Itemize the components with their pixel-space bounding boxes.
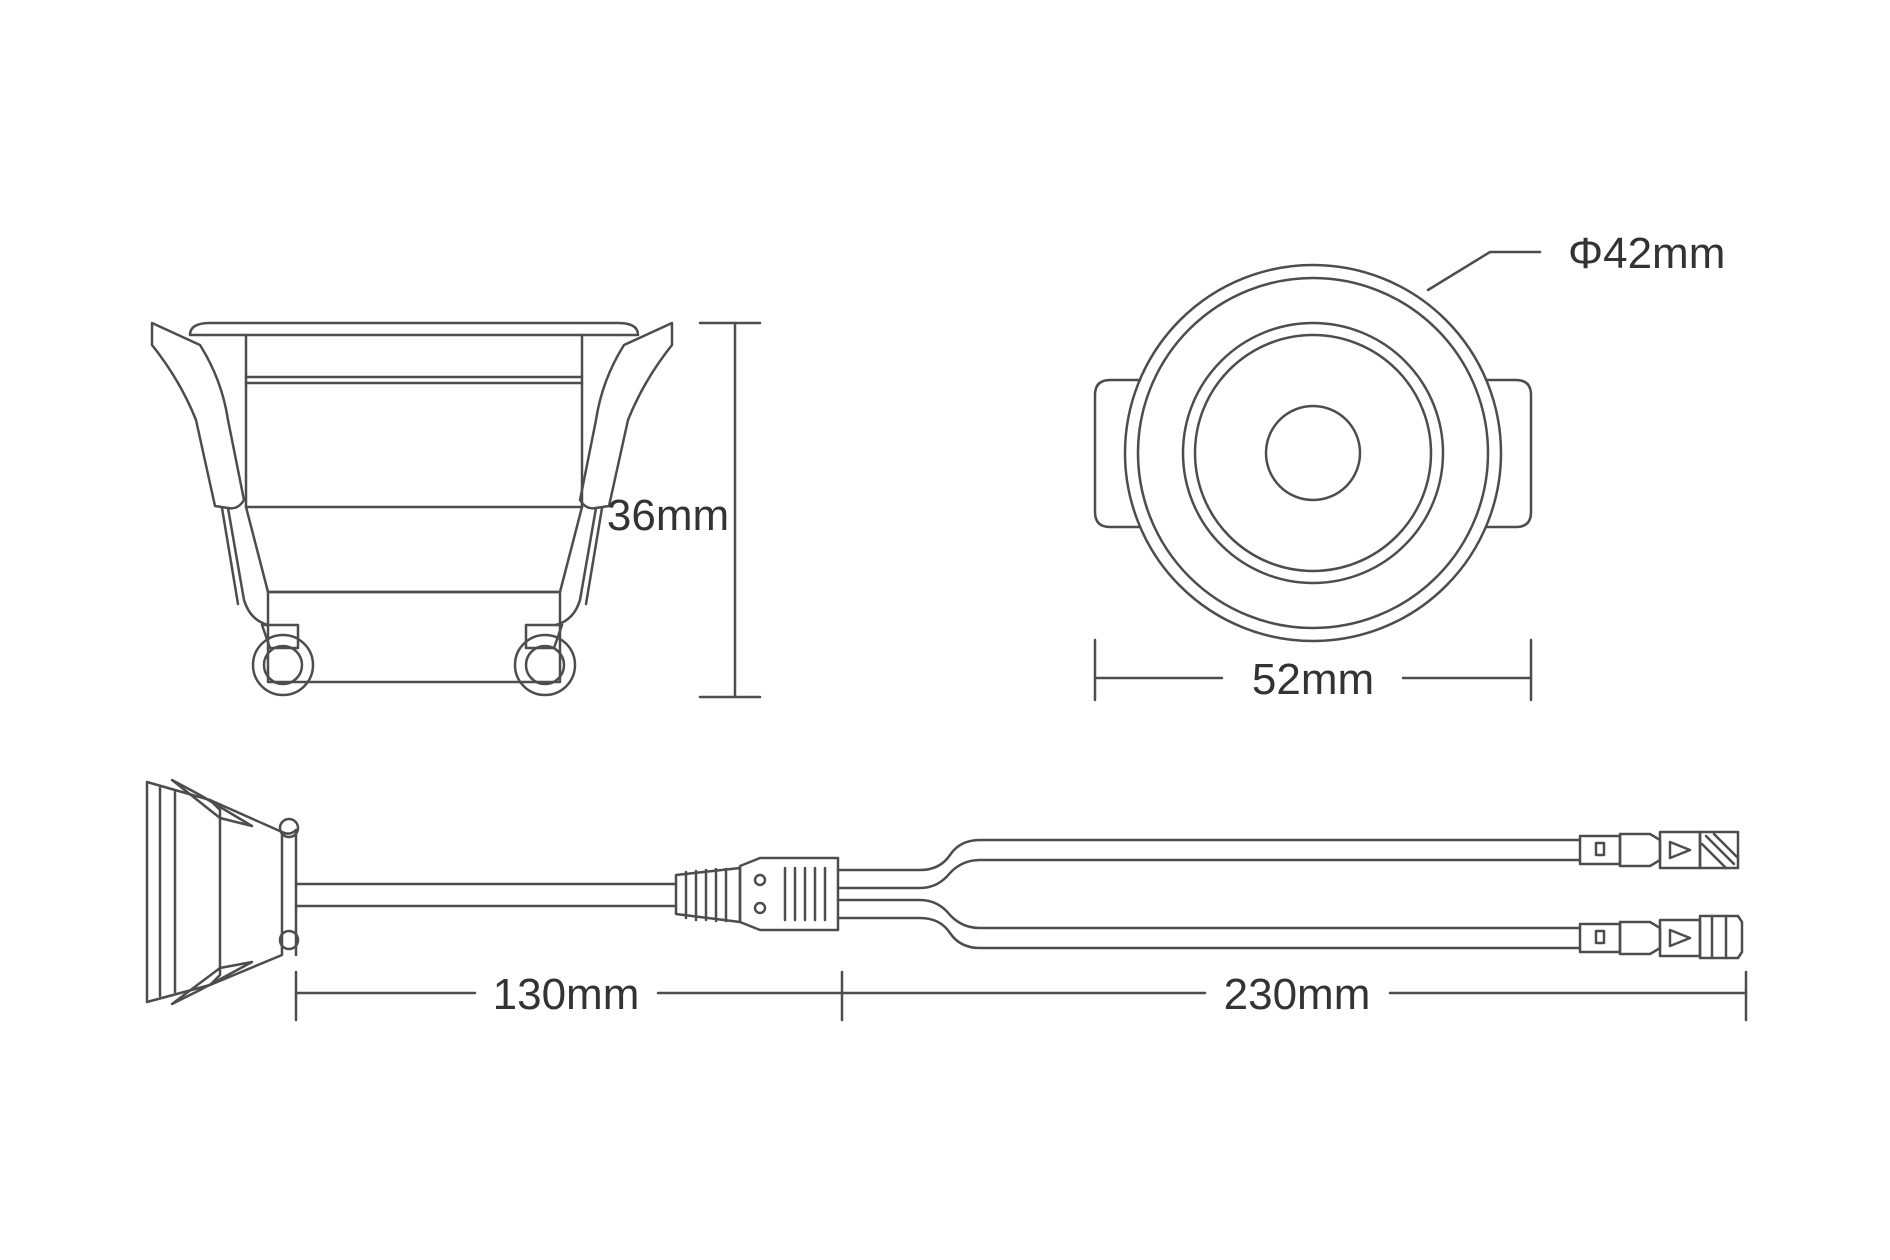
left-spring-clip: [150, 321, 246, 510]
front-view-reflector: [1181, 321, 1445, 585]
diameter-dimension-label: Φ42mm: [1568, 229, 1725, 278]
side-view: [150, 321, 762, 699]
side-view-lower-body: [244, 505, 584, 594]
top-end-connector: [1578, 830, 1740, 870]
split-cable-top: [836, 838, 1582, 872]
front-view-outer-ring: [1123, 263, 1503, 643]
cable-view: [145, 778, 1748, 1022]
diameter-leader: [1426, 250, 1542, 292]
splitter-connector: [738, 856, 840, 932]
bottom-end-connector: [1578, 914, 1744, 960]
side-view-rim: [188, 321, 640, 337]
cable-length-label: 130mm: [493, 970, 640, 1019]
side-view-upper-body: [244, 333, 584, 509]
front-view: [1093, 250, 1542, 702]
left-clip-ring: [251, 633, 315, 697]
right-clip-ring: [513, 633, 577, 697]
height-dimension-label: 36mm: [607, 491, 729, 540]
front-view-mounting-tabs: [1093, 378, 1142, 529]
front-view-lens: [1264, 404, 1362, 502]
right-spring-clip: [578, 321, 674, 510]
width-dimension-label: 52mm: [1252, 655, 1374, 704]
split-cable-bottom: [836, 898, 1582, 930]
side-view-base: [266, 590, 562, 684]
split-cable-length-label: 230mm: [1224, 970, 1371, 1019]
